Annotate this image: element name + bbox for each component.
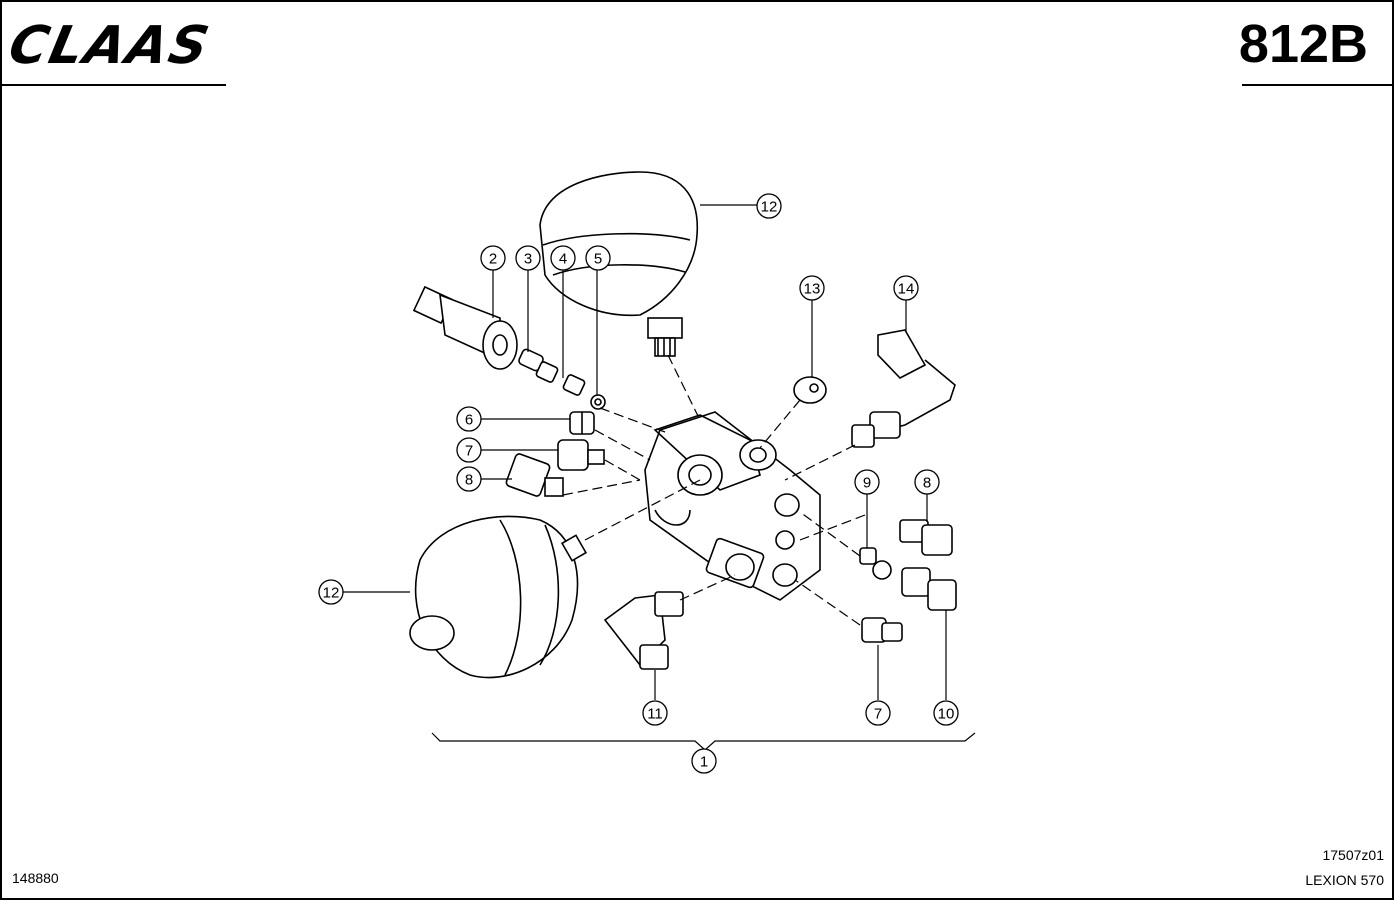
callout-10: 10	[938, 706, 955, 723]
accumulator-lower	[409, 515, 588, 679]
exploded-parts-drawing	[409, 171, 957, 679]
callout-6: 6	[465, 412, 473, 429]
callout-2: 2	[489, 251, 497, 268]
elbow-11	[603, 591, 684, 670]
small-fittings	[518, 348, 606, 410]
callout-8-right: 8	[923, 475, 931, 492]
sensor-14	[851, 329, 956, 448]
callout-1: 1	[700, 754, 708, 771]
callout-12-upper: 12	[761, 199, 778, 216]
callout-12-lower: 12	[323, 585, 340, 602]
model-name: LEXION 570	[1305, 872, 1384, 888]
claas-logo: CLAAS	[3, 16, 216, 76]
callout-9: 9	[863, 475, 871, 492]
page-number: 812B	[1238, 14, 1368, 74]
callout-14: 14	[898, 281, 915, 298]
assembly-lines	[562, 354, 866, 626]
fitting-7-right	[861, 617, 903, 643]
callout-7-left: 7	[465, 443, 473, 460]
part-10	[901, 567, 957, 611]
callout-3: 3	[524, 251, 532, 268]
plug-6	[569, 411, 595, 435]
pressure-switch	[412, 285, 518, 370]
union-8-right	[899, 519, 953, 556]
part-9	[859, 547, 892, 580]
union-8-left	[505, 453, 564, 497]
callout-11: 11	[647, 706, 663, 723]
footer-left-number: 148880	[12, 870, 59, 886]
accumulator-upper	[539, 171, 699, 357]
callout-4: 4	[559, 251, 567, 268]
drawing-code: 17507z01	[1322, 847, 1384, 863]
callout-5: 5	[594, 251, 602, 268]
callout-7-right: 7	[874, 706, 882, 723]
plug-13	[793, 376, 827, 404]
valve-block	[644, 411, 821, 601]
callout-13: 13	[804, 281, 821, 298]
callout-circles	[318, 193, 959, 774]
fitting-7-left	[557, 439, 605, 471]
callout-8-left: 8	[465, 472, 473, 489]
